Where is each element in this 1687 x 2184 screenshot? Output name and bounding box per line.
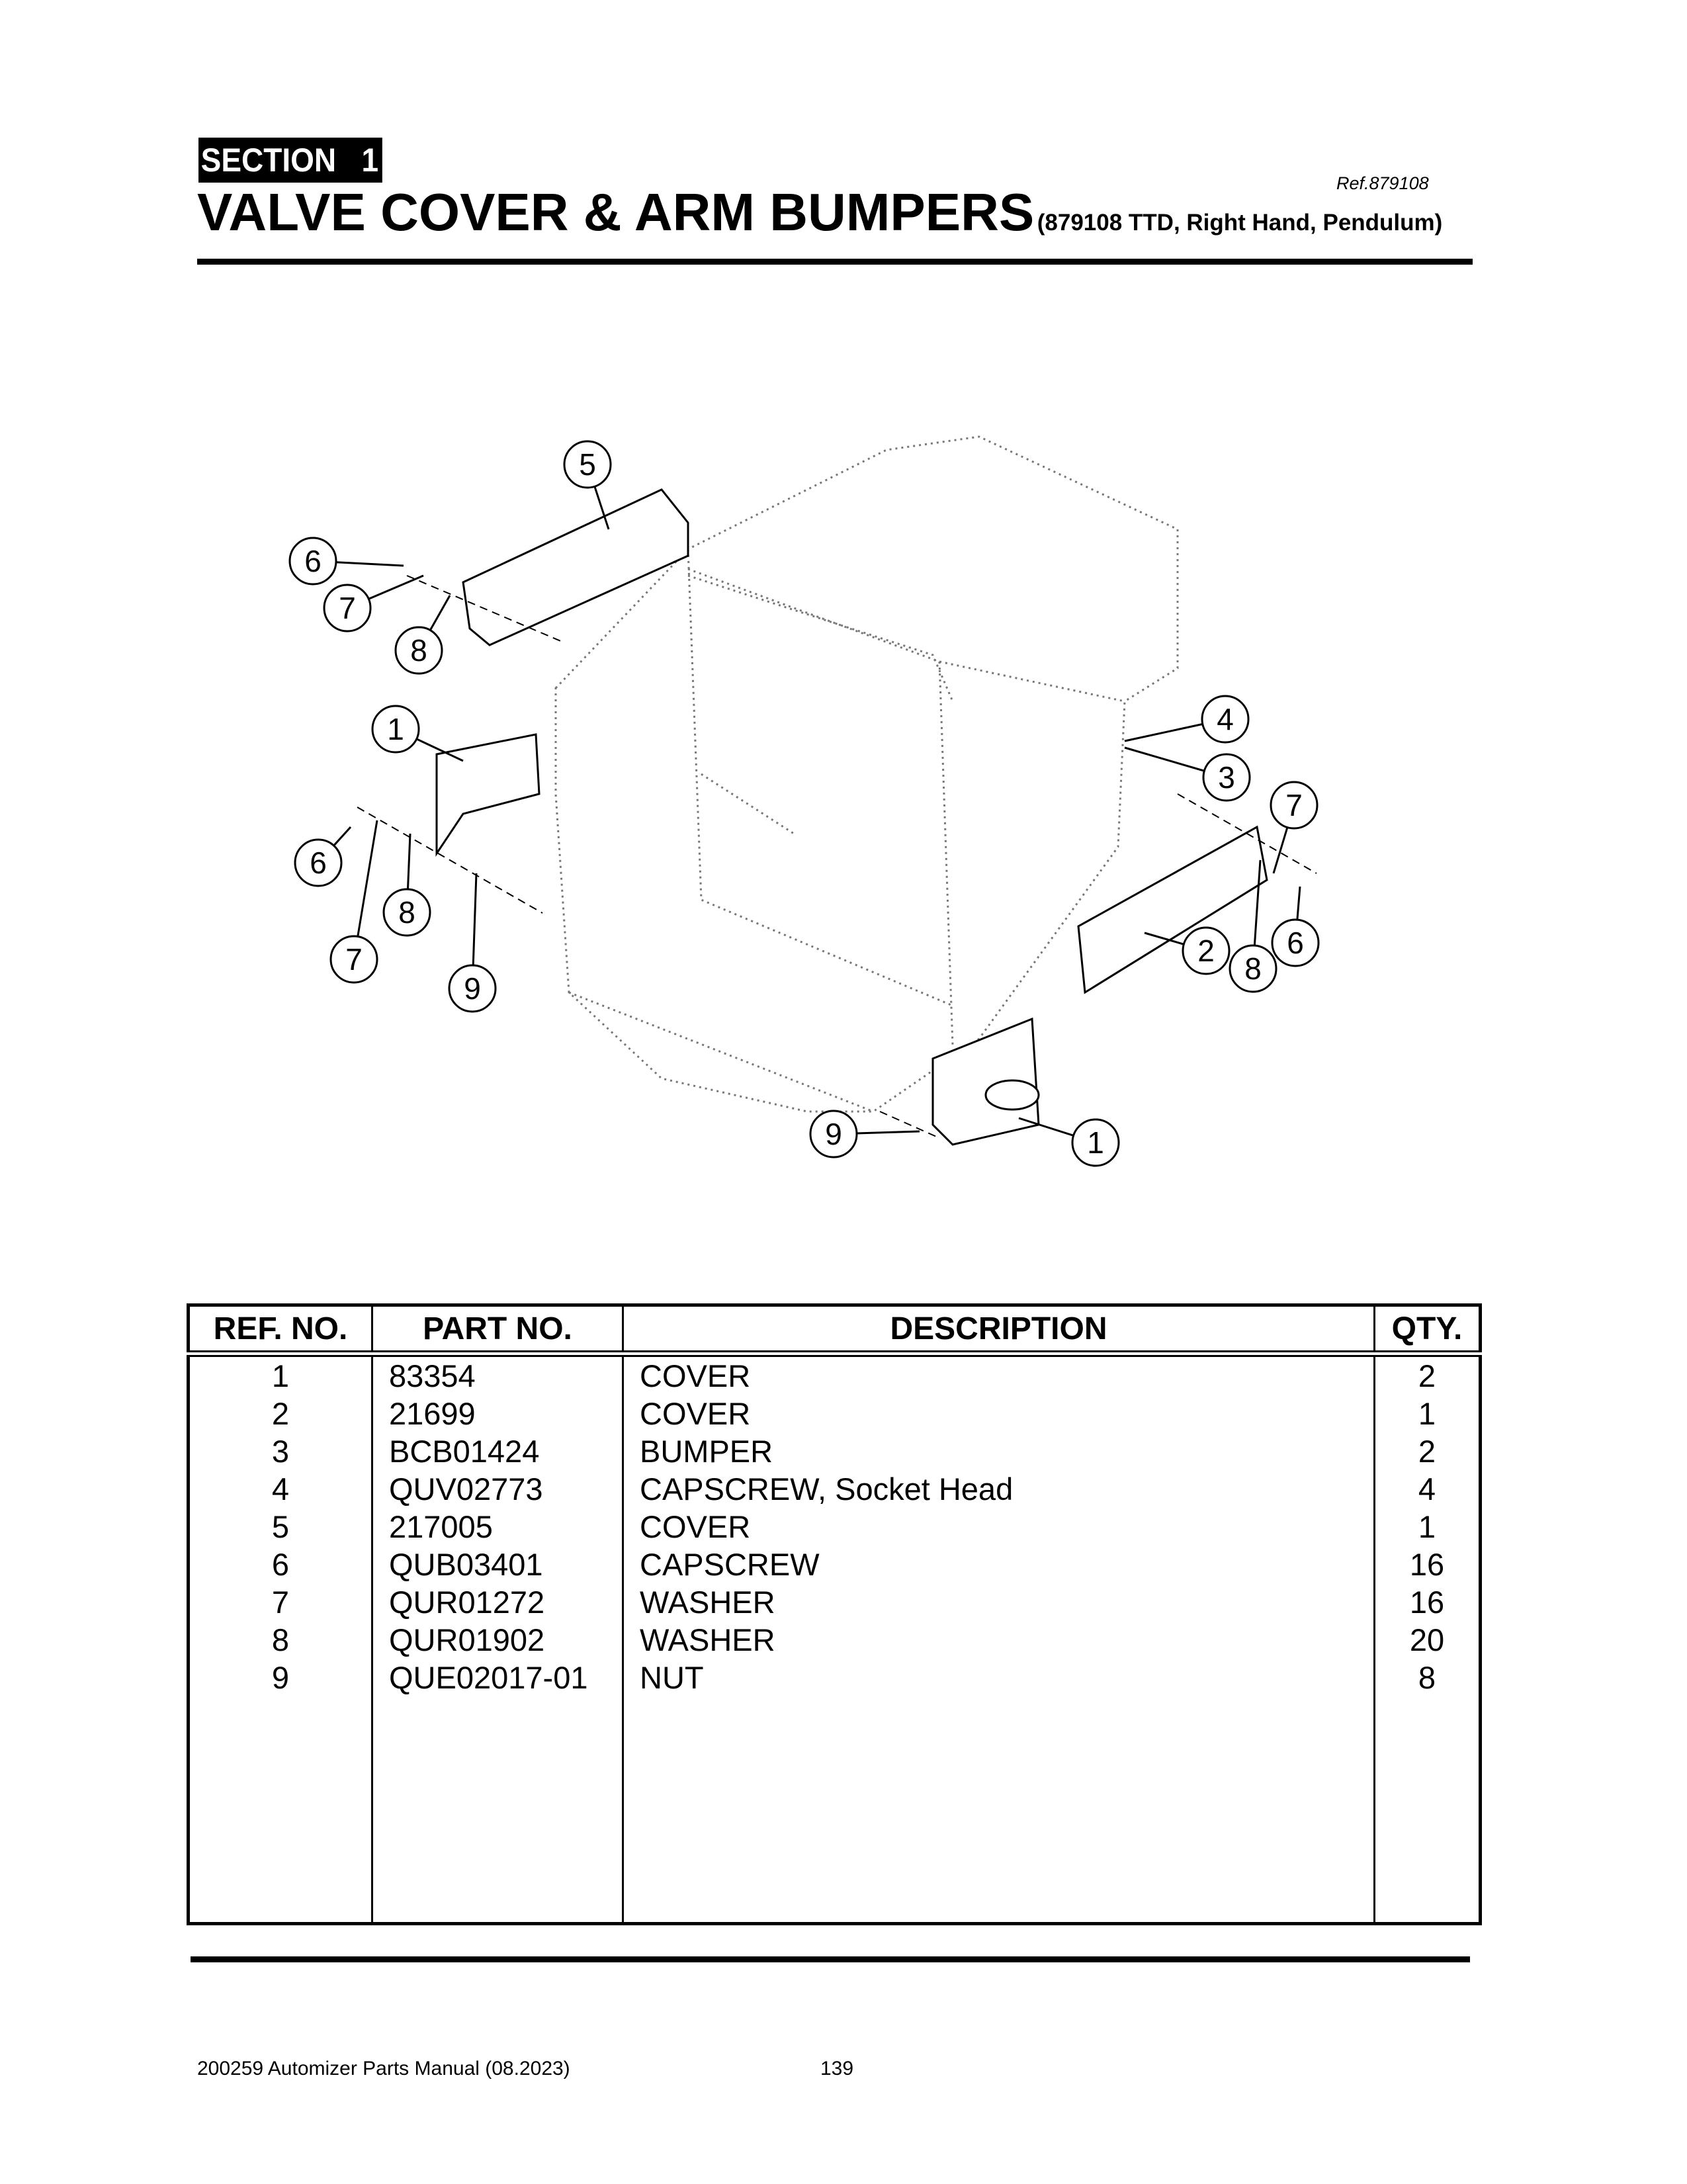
callout-circle xyxy=(1201,695,1250,744)
callout-circle xyxy=(329,935,378,984)
cell-part: QUV02773 xyxy=(371,1470,623,1508)
cell-desc: BUMPER xyxy=(622,1432,1375,1470)
cell-part: QUB03401 xyxy=(371,1546,623,1583)
cell-qty: 16 xyxy=(1373,1546,1481,1583)
title-main: VALVE COVER & ARM BUMPERS xyxy=(197,183,1035,241)
page-number: 139 xyxy=(820,2058,854,2079)
callout-circle xyxy=(1270,781,1319,830)
cell-ref: 6 xyxy=(271,1547,290,1582)
cell-desc: COVER xyxy=(622,1354,1375,1395)
callout-number: 9 xyxy=(464,971,481,1006)
cell-ref: 2 xyxy=(271,1396,290,1431)
cell-qty: 4 xyxy=(1373,1470,1481,1508)
callout-number: 1 xyxy=(387,712,404,746)
callout-circle xyxy=(323,584,372,633)
callout-circle xyxy=(1182,926,1231,975)
callout-number: 4 xyxy=(1217,702,1234,736)
callout-circle xyxy=(563,440,612,489)
cell-ref: 3 xyxy=(271,1434,290,1469)
cell-part: BCB01424 xyxy=(371,1432,623,1470)
cell-ref: 9 xyxy=(271,1660,290,1695)
cell-ref: 7 xyxy=(271,1585,290,1620)
callout-number: 1 xyxy=(1087,1125,1104,1160)
callout-circle xyxy=(809,1110,858,1158)
callout-circle xyxy=(394,626,443,675)
callout-number: 8 xyxy=(1244,951,1262,986)
callout-number: 7 xyxy=(345,942,363,977)
callout-circle xyxy=(1229,944,1277,993)
callout-number: 6 xyxy=(310,846,327,880)
col-qty: QTY. xyxy=(1373,1305,1481,1357)
cell-desc: COVER xyxy=(622,1508,1375,1546)
cell-ref: 1 xyxy=(271,1358,290,1393)
cell-part: QUR01272 xyxy=(371,1583,623,1621)
cell-desc: CAPSCREW, Socket Head xyxy=(622,1470,1375,1508)
callout-circle xyxy=(371,705,420,754)
cell-part: 83354 xyxy=(371,1354,623,1395)
section-badge: SECTION 1 xyxy=(198,138,382,183)
callout-number: 2 xyxy=(1197,934,1215,968)
cell-desc: WASHER xyxy=(622,1621,1375,1659)
cell-qty: 1 xyxy=(1373,1508,1481,1546)
cell-desc: NUT xyxy=(622,1659,1375,1696)
cell-qty: 16 xyxy=(1373,1583,1481,1621)
cell-qty: 20 xyxy=(1373,1621,1481,1659)
callout-circle xyxy=(294,838,343,887)
cell-part: QUR01902 xyxy=(371,1621,623,1659)
cell-desc: COVER xyxy=(622,1395,1375,1432)
cell-part: 21699 xyxy=(371,1395,623,1432)
callout-number: 5 xyxy=(579,447,596,482)
callout-circle xyxy=(1202,753,1251,802)
callout-number: 8 xyxy=(410,633,427,668)
callout-circle xyxy=(382,888,431,937)
col-ref-no: REF. NO. xyxy=(188,1305,372,1357)
cell-qty: 2 xyxy=(1373,1432,1481,1470)
table-filler-row xyxy=(189,1696,1481,1924)
cell-qty: 2 xyxy=(1373,1354,1481,1395)
header-rule xyxy=(197,259,1473,265)
callout-circle xyxy=(448,964,497,1013)
cell-ref: 4 xyxy=(271,1471,290,1507)
manual-title: 200259 Automizer Parts Manual (08.2023) xyxy=(197,2058,570,2079)
cell-desc: CAPSCREW xyxy=(622,1546,1375,1583)
cell-ref: 8 xyxy=(271,1622,290,1657)
callout-circle xyxy=(288,537,337,586)
callout-circle xyxy=(1271,918,1320,967)
cell-ref: 5 xyxy=(271,1509,290,1544)
callout-number: 8 xyxy=(398,895,415,930)
callout-number: 6 xyxy=(1287,926,1304,960)
cell-part: QUE02017-01 xyxy=(371,1659,623,1696)
title-subtitle: (879108 TTD, Right Hand, Pendulum) xyxy=(1037,210,1443,236)
callout-number: 7 xyxy=(339,591,356,625)
callout-number: 7 xyxy=(1285,788,1303,822)
cell-part: 217005 xyxy=(371,1508,623,1546)
col-description: DESCRIPTION xyxy=(622,1305,1375,1357)
callout-circle xyxy=(1071,1118,1120,1167)
callout-number: 3 xyxy=(1218,760,1235,795)
callout-number: 9 xyxy=(825,1117,842,1151)
callout-number: 6 xyxy=(304,544,322,578)
page-title: VALVE COVER & ARM BUMPERS (879108 TTD, R… xyxy=(197,182,1442,243)
footer-rule xyxy=(191,1956,1470,1962)
col-part-no: PART NO. xyxy=(371,1305,623,1357)
reference-number: Ref.879108 xyxy=(1336,173,1429,193)
cell-qty: 8 xyxy=(1373,1659,1481,1696)
cell-qty: 1 xyxy=(1373,1395,1481,1432)
parts-table: REF. NO. PART NO. DESCRIPTION QTY. 1 8335… xyxy=(187,1303,1482,1925)
cell-desc: WASHER xyxy=(622,1583,1375,1621)
